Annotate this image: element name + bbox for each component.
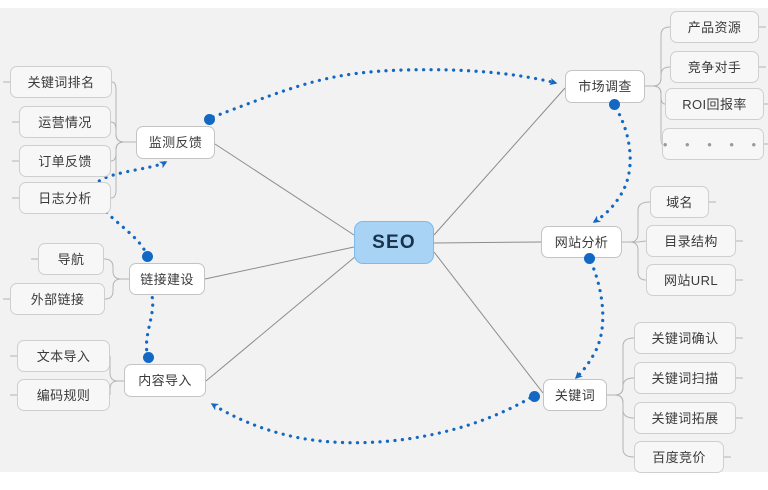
leaf-node-links-4[interactable]: 导航 [38, 243, 104, 275]
branch-node-monitor[interactable]: 监测反馈 [136, 126, 215, 159]
leaf-node-monitor-2[interactable]: 订单反馈 [19, 145, 111, 177]
dot-site[interactable] [584, 253, 595, 264]
root-node-seo[interactable]: SEO [354, 221, 434, 264]
leaf-node-ellipsis[interactable]: • • • • • [662, 128, 764, 160]
leaf-stub-ticks [3, 26, 768, 458]
leaf-node-site-14[interactable]: 网站URL [646, 264, 736, 296]
dot-monitor[interactable] [204, 114, 215, 125]
flow-site-to-keyword [574, 260, 605, 380]
flow-keyword-to-content [210, 396, 532, 445]
flow-links-to-monitor [92, 160, 168, 258]
leaf-node-keyword-15[interactable]: 关键词确认 [634, 322, 736, 354]
flow-market-to-site [592, 106, 632, 224]
leaf-node-site-12[interactable]: 域名 [650, 186, 709, 218]
leaf-node-market-8[interactable]: 产品资源 [670, 11, 759, 43]
branch-leaf-links [103, 26, 671, 458]
leaf-node-content-7[interactable]: 编码规则 [17, 379, 110, 411]
leaf-node-links-5[interactable]: 外部链接 [10, 283, 105, 315]
dot-links[interactable] [142, 251, 153, 262]
branch-node-market[interactable]: 市场调查 [565, 70, 645, 103]
leaf-node-market-10[interactable]: ROI回报率 [665, 88, 764, 120]
leaf-node-keyword-18[interactable]: 百度竞价 [634, 441, 724, 473]
leaf-node-monitor-3[interactable]: 日志分析 [19, 182, 111, 214]
branch-node-links[interactable]: 链接建设 [129, 263, 205, 295]
dot-content[interactable] [143, 352, 154, 363]
leaf-node-monitor-1[interactable]: 运营情况 [19, 106, 111, 138]
leaf-node-market-9[interactable]: 竞争对手 [670, 51, 759, 83]
leaf-node-monitor-0[interactable]: 关键词排名 [10, 66, 112, 98]
dot-market[interactable] [609, 99, 620, 110]
leaf-node-content-6[interactable]: 文本导入 [17, 340, 110, 372]
leaf-node-site-13[interactable]: 目录结构 [646, 225, 736, 257]
leaf-node-keyword-17[interactable]: 关键词拓展 [634, 402, 736, 434]
flow-monitor-to-market [211, 68, 558, 119]
branch-node-content[interactable]: 内容导入 [124, 364, 206, 397]
leaf-node-keyword-16[interactable]: 关键词扫描 [634, 362, 736, 394]
dot-keyword[interactable] [529, 391, 540, 402]
root-branch-links [204, 87, 566, 394]
branch-node-site[interactable]: 网站分析 [541, 226, 622, 258]
branch-node-keyword[interactable]: 关键词 [543, 379, 607, 411]
